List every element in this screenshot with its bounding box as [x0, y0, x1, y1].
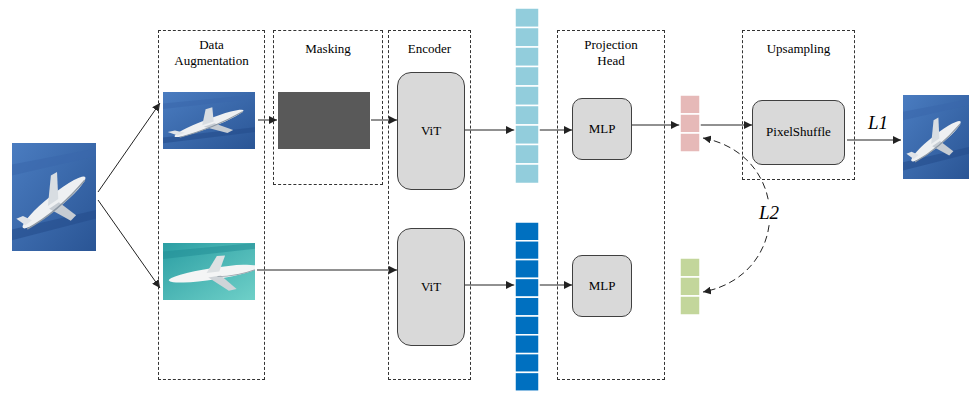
loss-label: L2 — [757, 203, 781, 224]
arrow-head — [671, 121, 679, 129]
dashed-group: UpsamplingPixelShuffle — [742, 30, 855, 180]
reconstructed-image — [902, 95, 969, 179]
flow-arrow — [371, 120, 397, 121]
input-image — [11, 143, 96, 252]
encoder-box: ViT — [397, 228, 465, 346]
dashed-group: Projection HeadMLP MLP — [557, 30, 665, 380]
node-label: ViT — [421, 123, 441, 139]
mlp-box: MLP — [572, 98, 632, 160]
arrow-head — [506, 281, 514, 289]
node-label: Projection Head — [571, 37, 651, 70]
encoder-box: ViT — [397, 72, 465, 190]
dashed-group: EncoderViT ViT — [388, 30, 471, 380]
projection-tokens — [680, 95, 700, 152]
dashed-group: Data Augmentation — [158, 30, 265, 380]
node-label: Masking — [278, 41, 378, 57]
mlp-box: MLP — [572, 255, 632, 317]
branch-arrow — [98, 103, 160, 192]
dashed-group: Masking — [273, 30, 383, 185]
branch-arrow — [98, 200, 160, 288]
node-label: MLP — [589, 278, 616, 294]
node-label: PixelShuffle — [766, 124, 831, 140]
arrow-head — [506, 126, 514, 134]
flow-arrow — [257, 270, 397, 271]
node-label: Upsampling — [746, 41, 851, 57]
node-label: ViT — [421, 279, 441, 295]
output-arrow — [847, 140, 901, 141]
masked-image — [277, 92, 371, 149]
loss-label: L1 — [866, 113, 890, 134]
token-column — [515, 222, 539, 391]
token-column — [515, 8, 539, 184]
upsample-box: PixelShuffle — [752, 100, 845, 165]
augmented-image — [162, 92, 256, 149]
node-label: Data Augmentation — [166, 37, 258, 70]
projection-tokens — [680, 258, 700, 315]
augmented-image — [162, 243, 265, 300]
node-label: MLP — [589, 121, 616, 137]
flow-arrow — [258, 120, 277, 121]
node-label: Encoder — [390, 41, 470, 57]
